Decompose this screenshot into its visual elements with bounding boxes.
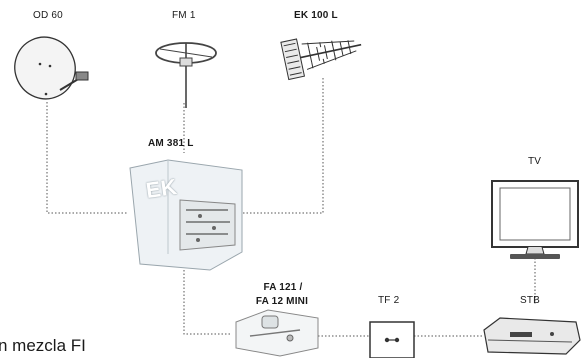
wall-socket-label: TF 2 <box>378 295 400 306</box>
fm-antenna-icon <box>155 42 217 108</box>
splitter-label-line2: FA 12 MINI <box>255 296 309 307</box>
tv-label: TV <box>528 156 542 167</box>
set-top-box-label: STB <box>520 295 541 306</box>
uhf-antenna-icon <box>280 38 362 81</box>
set-top-box-icon <box>483 317 581 355</box>
dish-label: OD 60 <box>33 10 63 21</box>
cable-amp-splitter <box>183 270 232 335</box>
cable-lines <box>46 78 536 337</box>
satellite-dish-icon <box>14 36 89 100</box>
splitter-label-line1: FA 121 / <box>263 282 303 293</box>
uhf-antenna-label: EK 100 L <box>294 10 338 21</box>
amplifier-label: AM 381 L <box>148 138 194 149</box>
amplifier-logo: EK <box>144 173 179 204</box>
caption-text: n mezcla FI <box>0 336 86 355</box>
cable-uhf-amp <box>242 78 324 214</box>
splitter-icon <box>235 309 319 357</box>
tv-icon <box>491 180 579 259</box>
cable-dish-amp <box>46 102 128 214</box>
fm-antenna-label: FM 1 <box>172 10 196 21</box>
wall-socket-icon <box>369 321 415 358</box>
amplifier-icon <box>129 159 243 271</box>
